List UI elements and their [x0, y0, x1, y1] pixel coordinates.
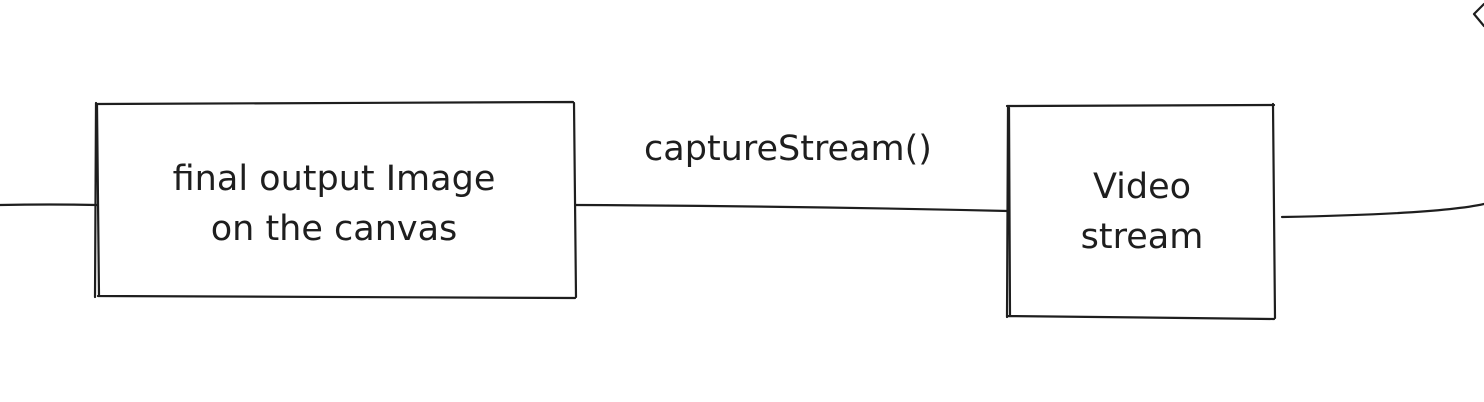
outgoing-connector [1280, 202, 1484, 219]
node-video-stream-box [1005, 102, 1277, 321]
node-canvas-output[interactable]: final output Image on the canvas [93, 100, 578, 300]
node-canvas-output-line-2: on the canvas [211, 209, 458, 249]
node-video-stream-line-1: Video [1093, 167, 1191, 207]
node-canvas-output-box [93, 100, 578, 300]
node-video-stream-line-2: stream [1081, 217, 1204, 257]
incoming-connector [0, 203, 99, 207]
node-canvas-output-line-1: final output Image [173, 159, 496, 199]
edge-canvas-to-video [574, 203, 1010, 213]
arrow-head-fragment [1472, 2, 1484, 28]
edge-label-capture-stream: captureStream() [644, 129, 932, 169]
node-video-stream[interactable]: Video stream [1005, 102, 1277, 321]
